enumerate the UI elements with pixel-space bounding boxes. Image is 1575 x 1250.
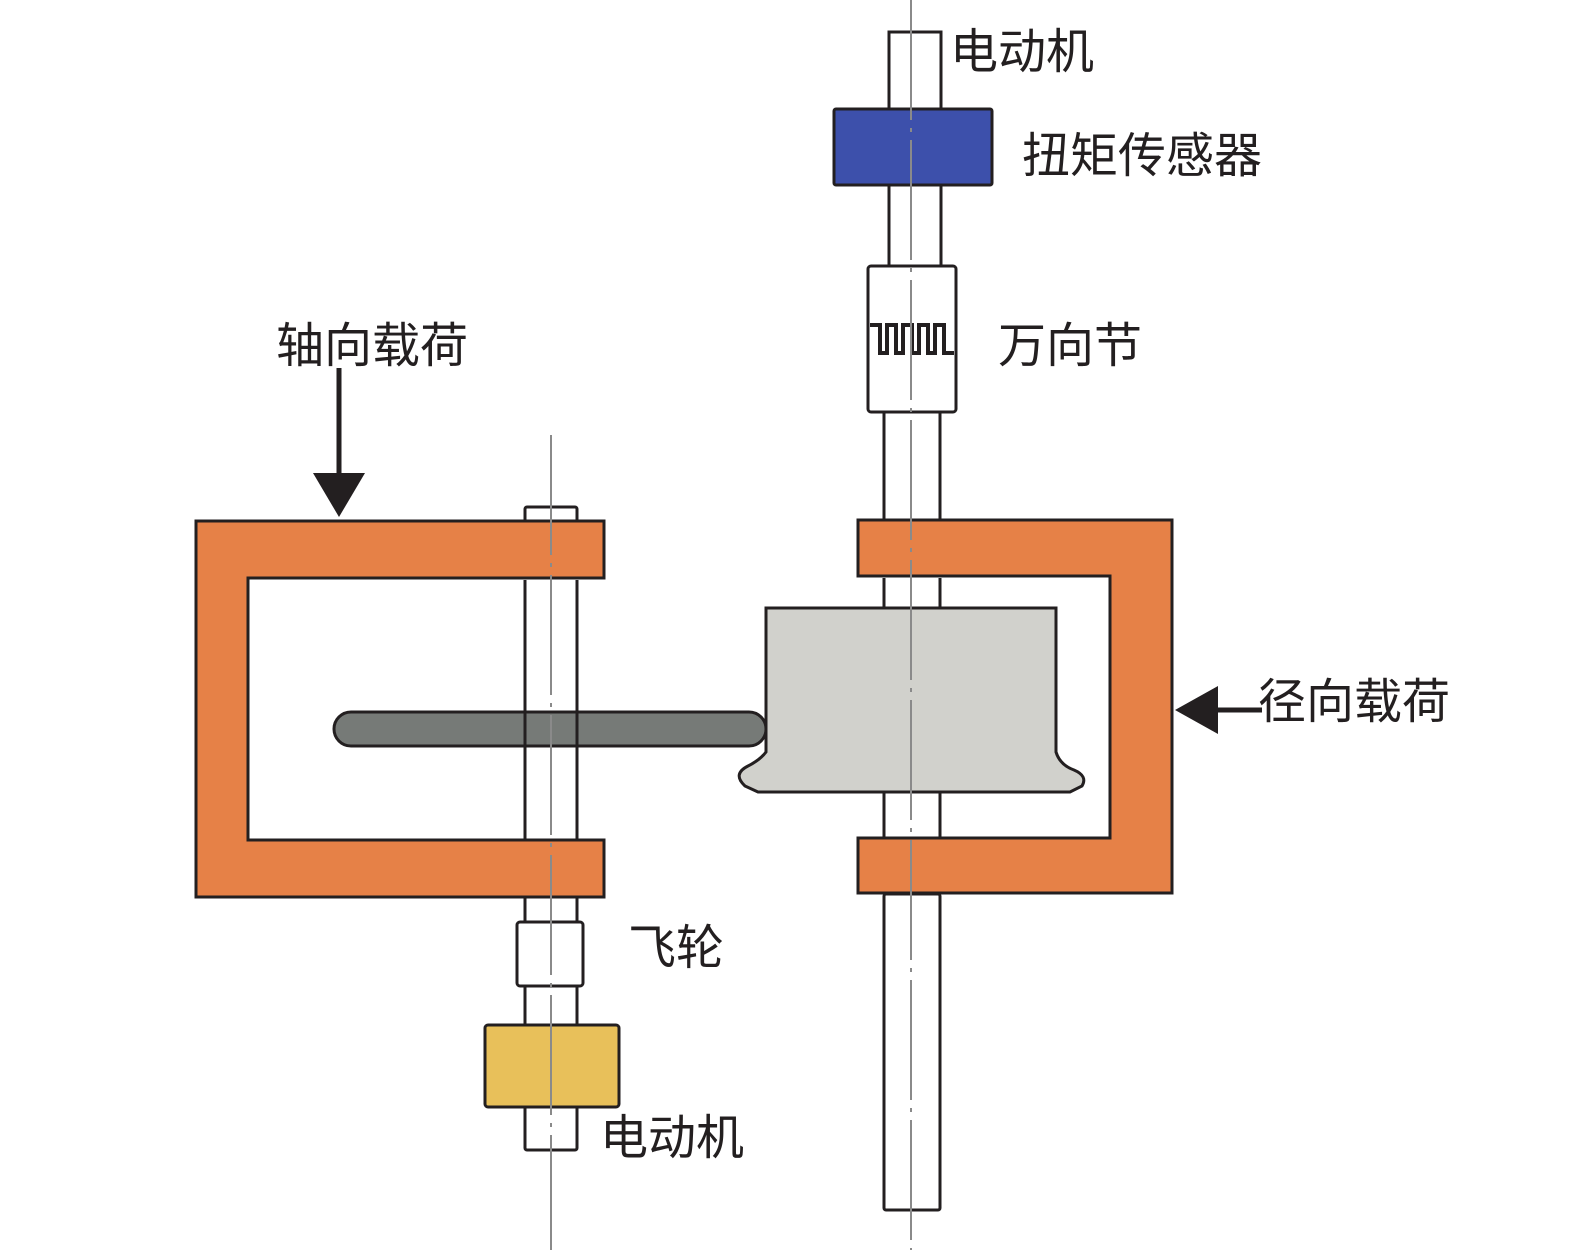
label-motor-top: 电动机 — [950, 24, 1094, 80]
label-flywheel: 飞轮 — [628, 920, 724, 976]
axial-arrow-head-icon — [313, 473, 365, 517]
radial-arrow-head-icon — [1175, 686, 1218, 734]
radial-load-frame — [856, 518, 1174, 895]
top-motor-shaft — [887, 30, 943, 112]
label-axial-load: 轴向载荷 — [276, 318, 468, 374]
label-motor-bottom: 电动机 — [600, 1110, 744, 1166]
torque-sensor — [832, 107, 994, 187]
axial-load-arrow — [313, 368, 365, 517]
radial-load-arrow — [1175, 686, 1262, 734]
label-universal-joint: 万向节 — [998, 318, 1142, 374]
label-torque-sensor: 扭矩传感器 — [1022, 128, 1262, 184]
label-radial-load: 径向载荷 — [1258, 674, 1450, 730]
axial-load-frame — [194, 519, 606, 899]
